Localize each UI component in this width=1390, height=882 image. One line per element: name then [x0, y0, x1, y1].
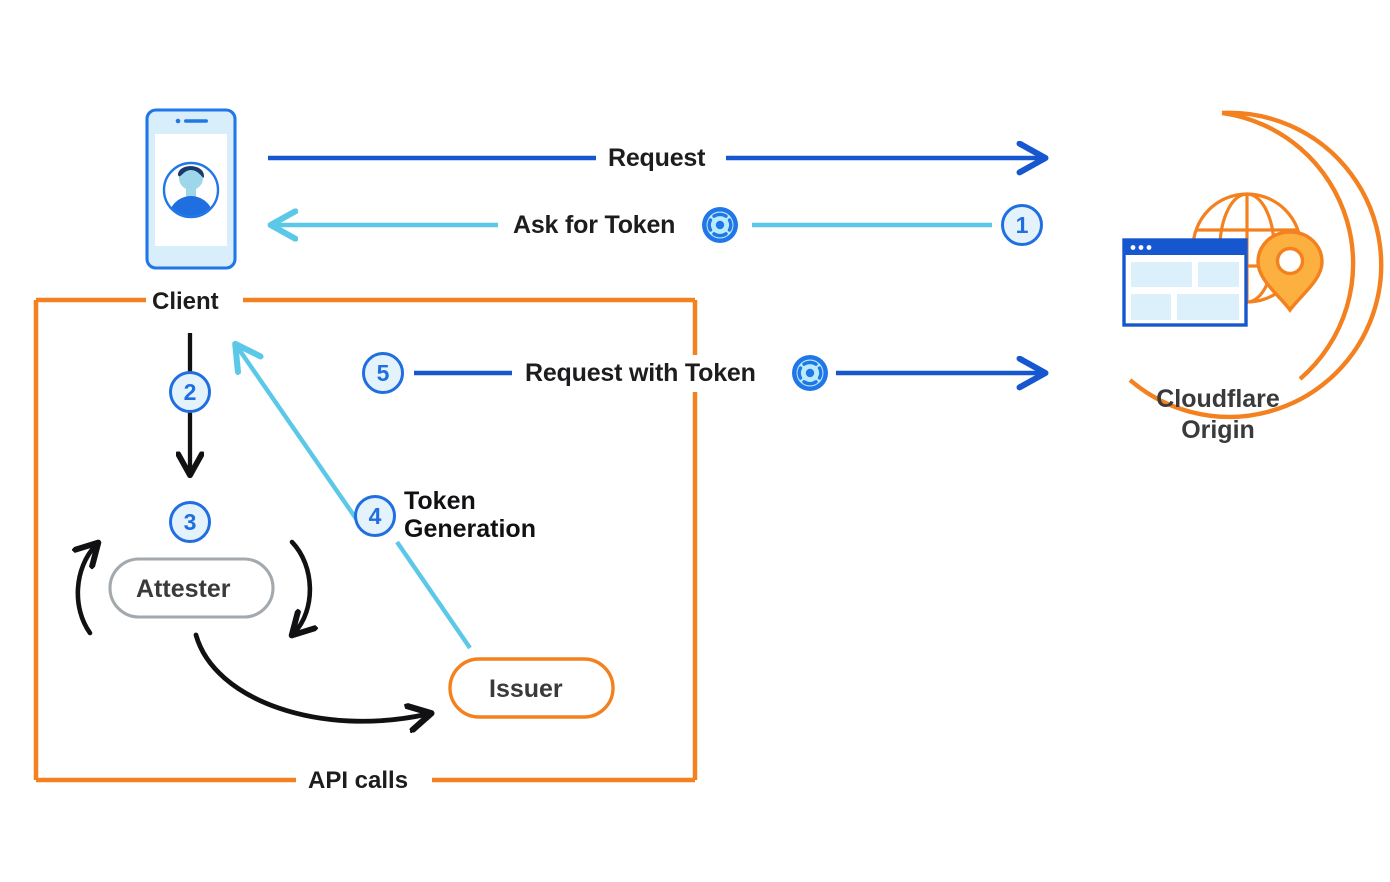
origin-label-line-1: Cloudflare [1156, 385, 1280, 413]
mobile-phone-user-icon [145, 108, 237, 270]
node-label-cloudflare-origin: Cloudflare Origin [1148, 384, 1288, 447]
token-icon [702, 207, 738, 243]
flow-label-request: Request [608, 144, 706, 172]
node-attester[interactable] [108, 557, 275, 619]
token-generation-line-2: Generation [404, 514, 536, 543]
flow-label-token-generation: Token Generation [404, 487, 536, 543]
flow-label-request-with-token: Request with Token [525, 359, 756, 387]
flow-attester-loop-left-arrow [78, 545, 96, 636]
node-label-attester: Attester [136, 575, 231, 603]
node-label-issuer: Issuer [489, 675, 563, 703]
origin-label-line-2: Origin [1181, 416, 1255, 445]
step-badge-5[interactable]: 5 [362, 352, 404, 394]
group-label-api-calls: API calls [308, 767, 409, 794]
token-icon [792, 355, 828, 391]
token-generation-line-1: Token [404, 487, 476, 515]
step-badge-4[interactable]: 4 [354, 495, 396, 537]
flow-attester-loop-right-arrow [292, 539, 310, 633]
globe-browser-pin-icon [1122, 110, 1384, 419]
flow-attester-to-issuer-arrow [193, 632, 428, 721]
node-issuer[interactable] [448, 657, 615, 719]
client-group-box [33, 297, 698, 783]
flow-token-generation-arrow [236, 345, 472, 650]
step-badge-3[interactable]: 3 [169, 501, 211, 543]
group-label-client: Client [152, 288, 219, 315]
step-badge-2[interactable]: 2 [169, 371, 211, 413]
step-badge-1[interactable]: 1 [1001, 204, 1043, 246]
flow-label-ask-for-token: Ask for Token [513, 211, 676, 239]
